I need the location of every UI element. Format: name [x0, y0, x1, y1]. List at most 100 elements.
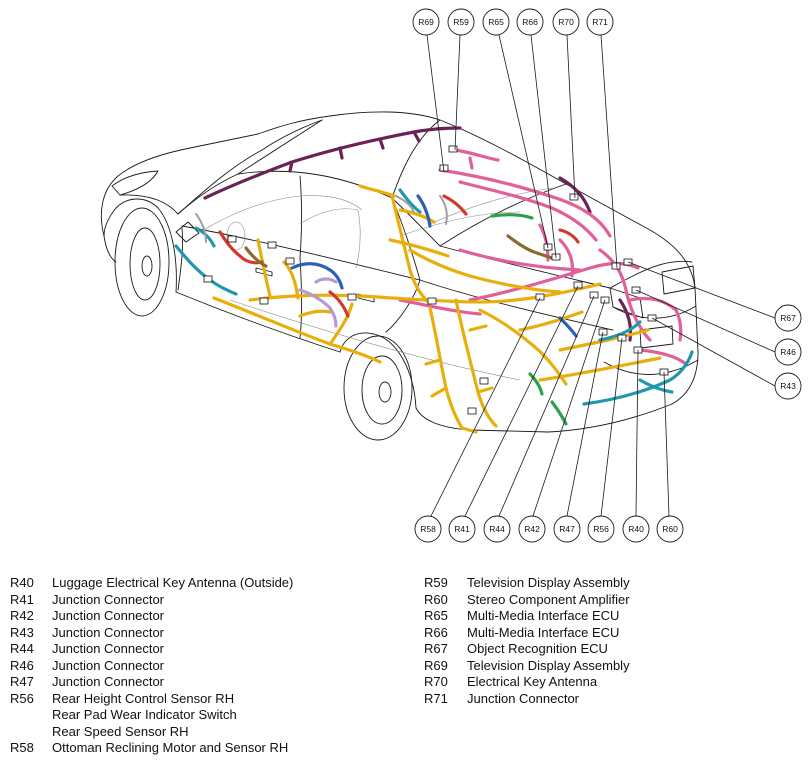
legend-code: R67 — [424, 641, 448, 656]
roof-harness-branch — [412, 130, 421, 143]
roof-rear-edge — [391, 119, 441, 199]
rear-seat-harness — [408, 248, 562, 294]
leader-line-R42 — [532, 299, 606, 517]
lavender-harness — [314, 277, 338, 284]
legend-code: R46 — [10, 657, 34, 673]
yellow-branch — [468, 324, 488, 332]
legend-description: Junction Connector — [52, 592, 164, 609]
callout-label: R41 — [454, 524, 470, 534]
legend-description: Junction Connector — [52, 608, 164, 625]
rear-cluster-harness — [628, 296, 683, 342]
callout-R40: R40 — [622, 515, 650, 543]
front-door-handle — [255, 267, 273, 277]
callout-label: R69 — [418, 17, 434, 27]
lavender-harness — [298, 288, 338, 328]
harness-red — [218, 194, 580, 318]
legend-code: R60 — [424, 591, 448, 607]
yellow-branch — [424, 358, 442, 366]
legend-description: Multi-Media Interface ECU — [467, 608, 619, 625]
legend-entry-R42: R42 Junction Connector — [10, 608, 410, 625]
leader-line-R70 — [566, 34, 576, 199]
legend-left-column: R40 Luggage Electrical Key Antenna (Outs… — [10, 575, 410, 757]
pink-branch — [558, 238, 575, 278]
green-harness — [490, 213, 534, 220]
callout-circle — [586, 8, 614, 36]
underbody-harness — [538, 356, 662, 382]
callout-label: R44 — [489, 524, 505, 534]
windshield-base — [177, 149, 263, 215]
license-plate — [639, 325, 674, 349]
legend-entry-R70: R70 Electrical Key Antenna — [424, 674, 804, 691]
legend-description-line: Junction Connector — [467, 690, 580, 706]
rear-teal-harness — [582, 350, 694, 406]
connector — [259, 297, 269, 305]
legend-description-line: Junction Connector — [52, 591, 165, 607]
blue-harness — [290, 262, 344, 290]
rear-seat-back — [399, 211, 521, 237]
callout-R65: R65 — [482, 8, 510, 36]
legend-description: Rear Height Control Sensor RH Rear Pad W… — [52, 691, 237, 741]
callout-R43: R43 — [774, 372, 802, 400]
callout-label: R42 — [524, 524, 540, 534]
rear-harness-branch — [618, 298, 633, 342]
car-body-outline — [100, 111, 699, 441]
olive-harness — [244, 246, 268, 268]
connector — [203, 275, 213, 283]
yellow-branch — [298, 309, 332, 318]
harness-olive — [244, 234, 554, 268]
legend-description-line: Television Display Assembly — [467, 657, 630, 673]
leader-line-R43 — [651, 317, 776, 387]
connector — [535, 293, 545, 301]
body-rear-lower-edge — [415, 403, 673, 433]
front-door-front-edge — [177, 227, 183, 291]
callout-circle — [774, 372, 802, 400]
callout-circle — [553, 515, 581, 543]
legend-description-line: Junction Connector — [52, 624, 165, 640]
gray-harness — [195, 213, 207, 243]
rear-window-bottom — [439, 183, 567, 247]
legend-entry-R69: R69 Television Display Assembly — [424, 658, 804, 675]
pink-roof-branch — [453, 148, 500, 162]
blue-harness — [416, 194, 432, 228]
b-pillar — [299, 175, 302, 259]
callout-circle — [412, 8, 440, 36]
legend-description-line: Rear Pad Wear Indicator Switch — [52, 707, 237, 722]
legend-code: R66 — [424, 624, 448, 640]
pillar-top-harness — [358, 184, 396, 198]
legend-entry-R43: R43 Junction Connector — [10, 625, 410, 642]
connector — [479, 377, 489, 385]
windshield-top — [237, 119, 323, 175]
connector — [267, 241, 277, 249]
yellow-branch — [430, 386, 448, 398]
callout-R59: R59 — [447, 8, 475, 36]
rear-pillar-harness — [558, 176, 592, 214]
legend-description: Junction Connector — [52, 625, 164, 642]
legend-entry-R41: R41 Junction Connector — [10, 592, 410, 609]
connector — [427, 297, 437, 305]
legend-description: Junction Connector — [52, 674, 164, 691]
leader-line-R41 — [464, 285, 579, 517]
callout-label: R60 — [662, 524, 678, 534]
headlight — [111, 170, 159, 196]
callout-R41: R41 — [448, 515, 476, 543]
near-a-pillar — [177, 173, 239, 215]
harness-purple — [203, 126, 633, 342]
legend-description: Television Display Assembly — [467, 575, 630, 592]
legend-description-line: Rear Speed Sensor RH — [52, 723, 189, 739]
callout-R42: R42 — [518, 515, 546, 543]
body-upper-silhouette — [100, 111, 699, 405]
legend-code: R40 — [10, 575, 34, 590]
side-mirror — [175, 221, 200, 243]
callout-label: R59 — [453, 17, 469, 27]
tail-light-far — [661, 265, 696, 295]
leader-line-R71 — [600, 34, 618, 269]
harness-yellow — [212, 184, 662, 434]
legend-entry-R66: R66 Multi-Media Interface ECU — [424, 625, 804, 642]
pink-mid-harness — [458, 248, 582, 272]
green-harness — [550, 400, 568, 426]
legend-description-line: Object Recognition ECU — [467, 641, 608, 656]
connector — [448, 145, 458, 153]
connector — [569, 193, 579, 201]
connectors — [203, 145, 669, 415]
callout-label: R71 — [592, 17, 608, 27]
